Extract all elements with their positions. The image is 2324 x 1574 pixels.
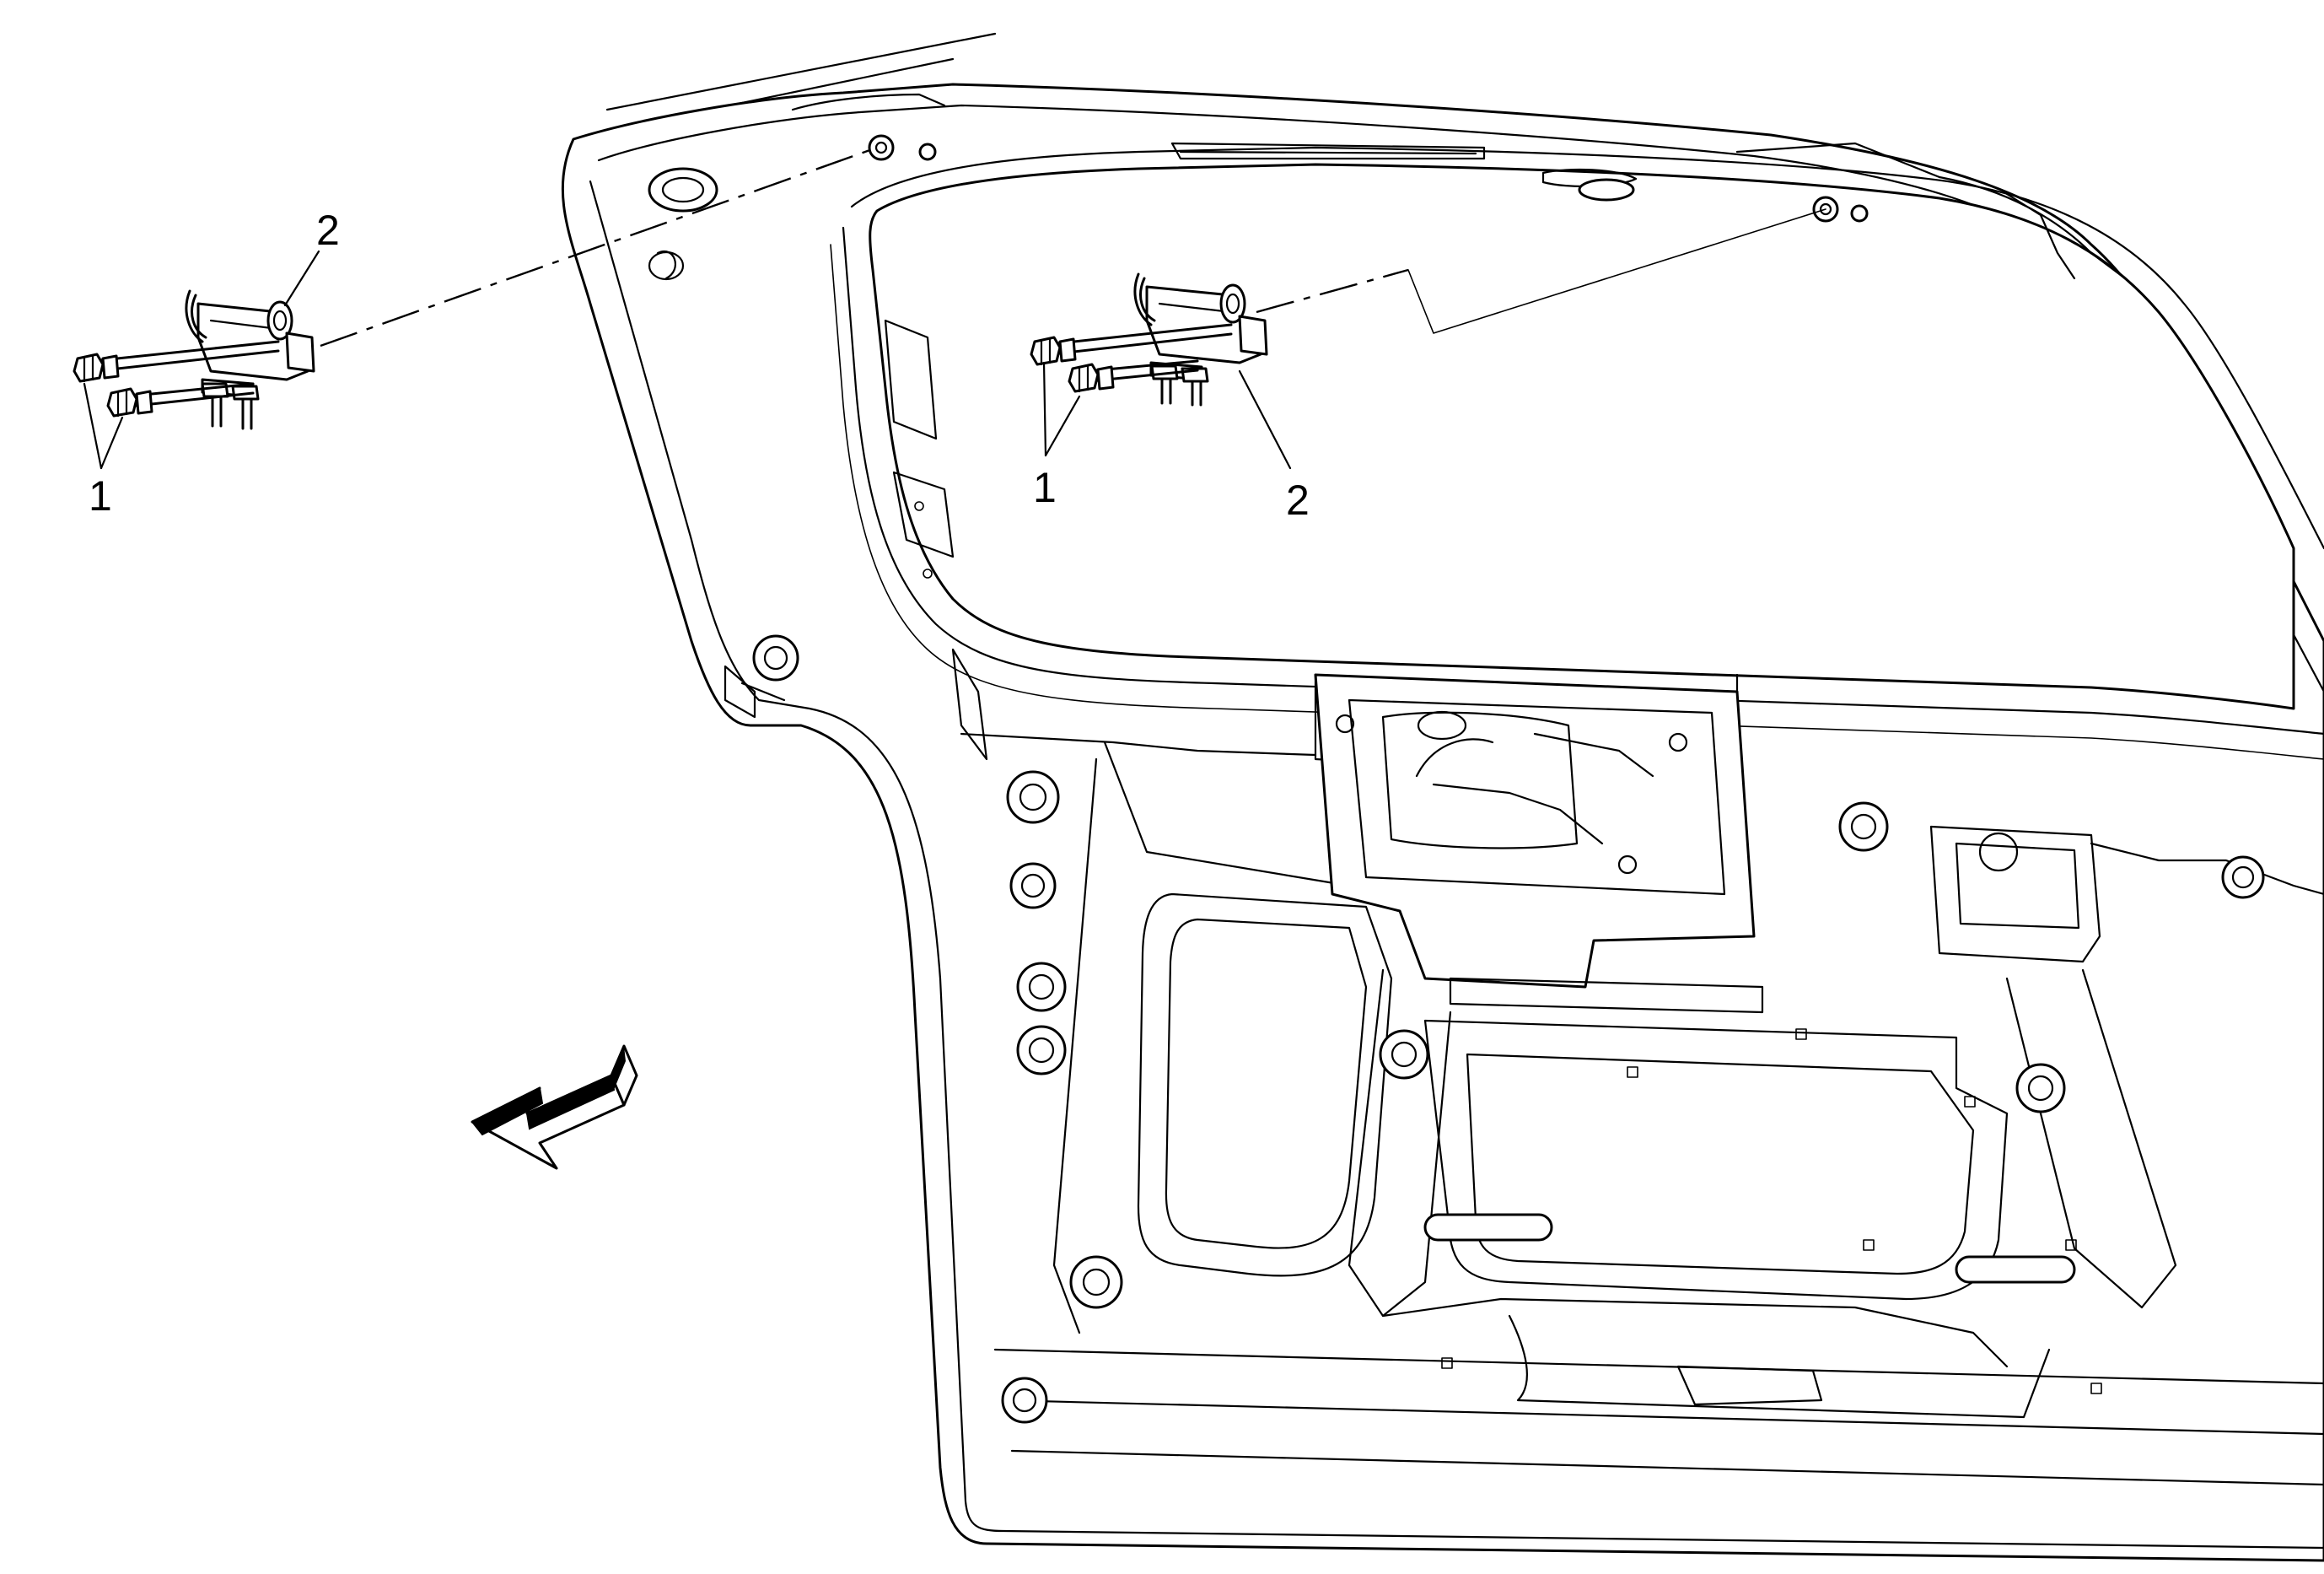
callout-left-hinge: 2 xyxy=(316,207,340,254)
callout-right-hinge: 2 xyxy=(1286,477,1310,524)
left-hinge-assembly xyxy=(73,146,878,470)
right-hinge-assembly xyxy=(1030,208,1826,470)
left-hinge-centerline xyxy=(320,146,878,348)
right-hinge-centerline-a xyxy=(1256,268,1409,314)
upper-right-grommet xyxy=(1578,178,1635,202)
arrow-front-of-vehicle-icon xyxy=(471,1044,638,1170)
right-bolt-lower xyxy=(1068,359,1199,393)
liftgate-panel xyxy=(561,32,2324,1562)
upper-left-grommet xyxy=(648,167,718,213)
callout-left-bolts: 1 xyxy=(89,472,112,520)
right-hinge xyxy=(1133,272,1268,407)
right-bolt-upper xyxy=(1030,323,1233,366)
lower-grommets xyxy=(1001,770,2265,1424)
callout-right-bolts: 1 xyxy=(1033,464,1057,511)
left-bolt-upper xyxy=(73,340,280,383)
left-bolt-lower xyxy=(106,382,255,418)
latch-housing xyxy=(1314,673,1764,1014)
